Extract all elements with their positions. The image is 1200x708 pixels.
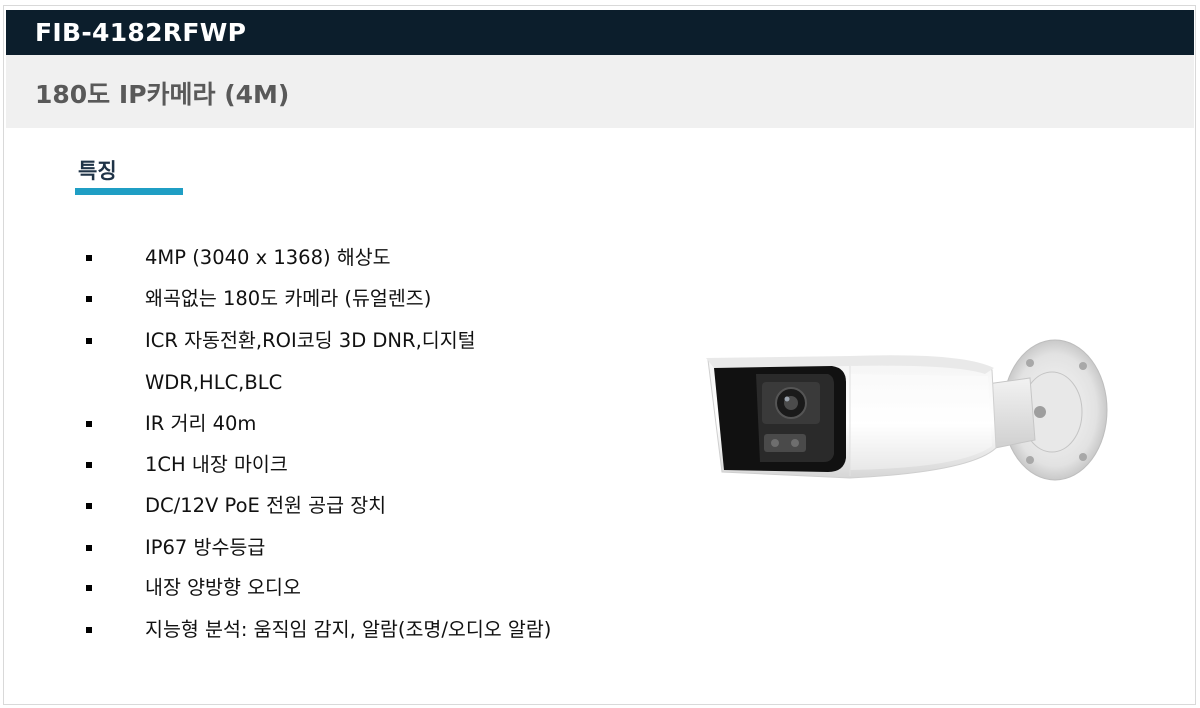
feature-item: IP67 방수등급 <box>145 536 266 559</box>
features-heading: 특징 <box>78 159 117 183</box>
model-title: FIB-4182RFWP <box>35 18 247 47</box>
bullet-icon <box>86 503 92 509</box>
feature-item: IR 거리 40m <box>145 412 257 435</box>
feature-item: 4MP (3040 x 1368) 해상도 <box>145 246 391 269</box>
feature-item: 1CH 내장 마이크 <box>145 453 288 476</box>
feature-list: 4MP (3040 x 1368) 해상도 왜곡없는 180도 카메라 (듀얼렌… <box>86 246 552 641</box>
bullet-icon <box>86 255 92 261</box>
bullet-icon <box>86 627 92 633</box>
bullet-icon <box>86 338 92 344</box>
bullet-icon <box>86 462 92 468</box>
bullet-icon <box>86 296 92 302</box>
bullet-icon <box>86 421 92 427</box>
subtitle-bar: 180도 IP카메라 (4M) <box>6 55 1194 128</box>
bullet-icon <box>86 585 92 591</box>
feature-item: ICR 자동전환,ROI코딩 3D DNR,디지털 <box>145 329 476 352</box>
bullet-icon <box>86 545 92 551</box>
feature-item: 내장 양방향 오디오 <box>145 576 301 599</box>
product-subtitle: 180도 IP카메라 (4M) <box>35 80 290 109</box>
feature-item: 지능형 분석: 움직임 감지, 알람(조명/오디오 알람) <box>145 618 552 641</box>
title-bar: FIB-4182RFWP <box>6 10 1194 55</box>
features-heading-underline <box>75 188 183 195</box>
bullet-camera-icon <box>700 330 1110 490</box>
feature-item: 왜곡없는 180도 카메라 (듀얼렌즈) <box>145 287 432 310</box>
feature-item: DC/12V PoE 전원 공급 장치 <box>145 494 387 517</box>
feature-item-continuation: WDR,HLC,BLC <box>145 371 283 394</box>
